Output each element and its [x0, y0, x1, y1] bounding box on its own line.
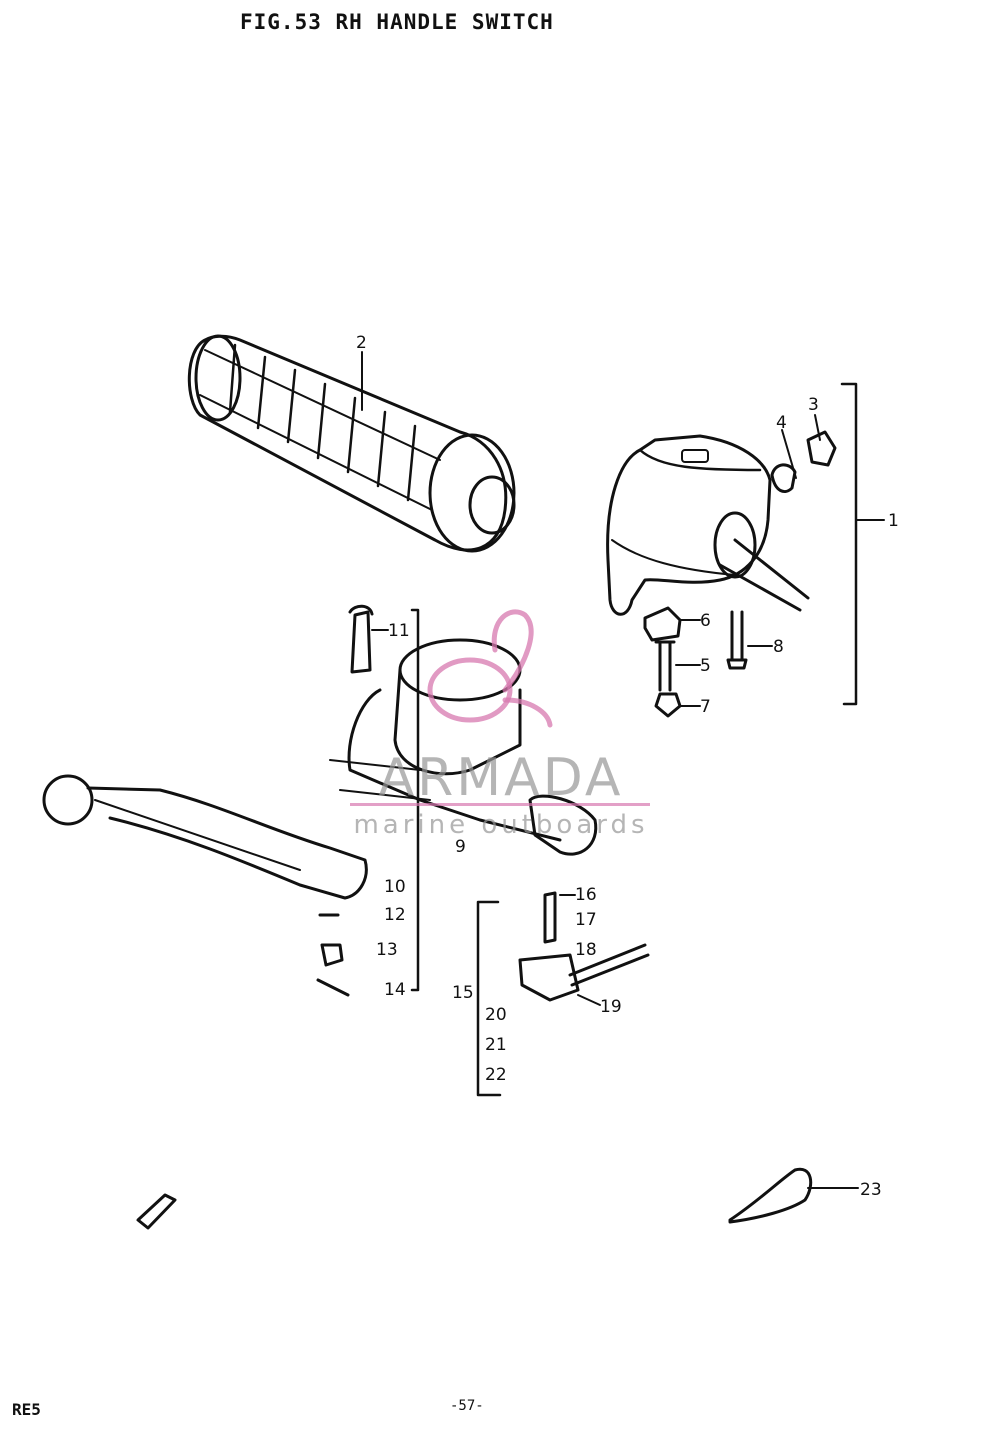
callout-10: 10	[384, 877, 406, 897]
lever-holder-part	[329, 604, 598, 856]
callout-2: 2	[356, 333, 367, 353]
callout-5: 5	[700, 656, 711, 676]
callout-21: 21	[485, 1035, 507, 1055]
callout-17: 17	[575, 910, 597, 930]
callout-19: 19	[600, 997, 622, 1017]
small-screw-and-nut-parts	[770, 430, 837, 493]
callout-4: 4	[776, 413, 787, 433]
callout-13: 13	[376, 940, 398, 960]
page-number: -57-	[450, 1398, 484, 1414]
callout-3: 3	[808, 395, 819, 415]
watermark-divider	[350, 803, 650, 806]
callout-1: 1	[888, 511, 899, 531]
brake-lever-part	[42, 774, 368, 900]
model-code: RE5	[12, 1400, 41, 1419]
callout-7: 7	[700, 697, 711, 717]
housing-fastener-parts	[643, 606, 748, 718]
callout-22: 22	[485, 1065, 507, 1085]
cable-guide-part	[728, 1167, 813, 1224]
callout-23: 23	[860, 1180, 882, 1200]
callout-14: 14	[384, 980, 406, 1000]
figure-title: FIG.53 RH HANDLE SWITCH	[240, 10, 554, 34]
watermark-subtitle: marine outboards	[353, 810, 649, 840]
callout-8: 8	[773, 637, 784, 657]
callout-15: 15	[452, 983, 474, 1003]
callout-6: 6	[700, 611, 711, 631]
brake-switch-parts	[316, 891, 650, 1002]
throttle-grip-part	[187, 334, 516, 553]
callout-18: 18	[575, 940, 597, 960]
callout-16: 16	[575, 885, 597, 905]
callout-11: 11	[388, 621, 410, 641]
direction-arrow-icon	[136, 1193, 177, 1230]
callout-9: 9	[455, 837, 466, 857]
callout-12: 12	[384, 905, 406, 925]
switch-housing-part	[606, 434, 810, 616]
watermark-brand: ARMADA	[378, 748, 624, 808]
armada-logo-icon	[427, 609, 553, 728]
callout-20: 20	[485, 1005, 507, 1025]
